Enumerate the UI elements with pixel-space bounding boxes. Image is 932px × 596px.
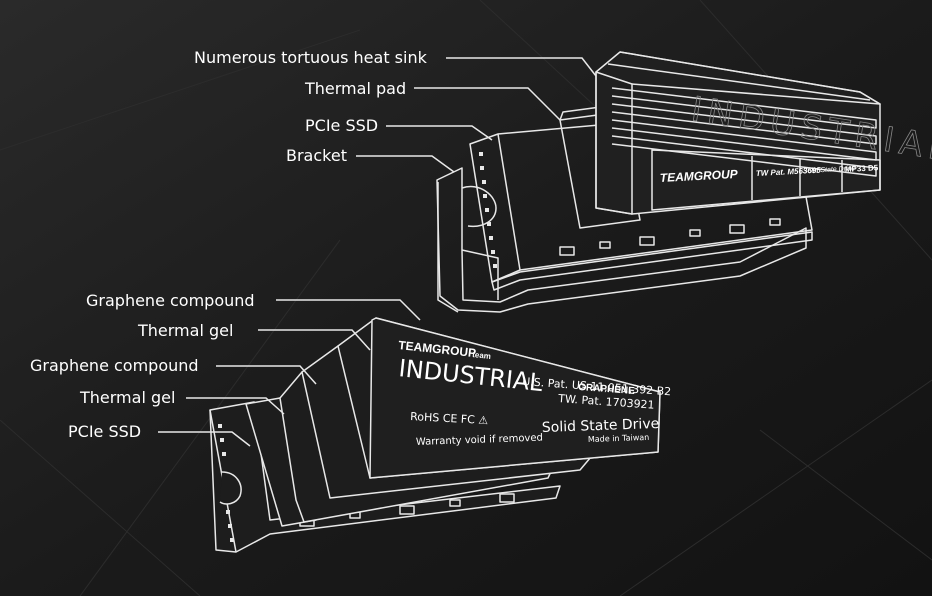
label-bottom-pcie-ssd: PCIe SSD xyxy=(68,422,142,441)
bottom-leader-lines xyxy=(158,299,421,447)
bracket xyxy=(436,167,807,313)
bottom-ssd-pins xyxy=(218,424,234,542)
heatsink-patent-print: TW Pat. M563695 xyxy=(756,166,822,178)
sticker-brand-mark: team xyxy=(472,350,492,361)
heatsink-ssd-print: Solid State Drive xyxy=(803,165,856,175)
label-thermal-gel-upper: Thermal gel xyxy=(138,321,234,340)
label-graphene-compound-upper: Graphene compound xyxy=(86,291,255,310)
sticker-drive: Solid State Drive xyxy=(542,416,660,436)
sticker-certifications: RoHS CE FC ⚠ xyxy=(410,410,489,427)
top-ssd-components xyxy=(559,218,781,256)
sticker-material: GRAPHENE xyxy=(578,382,636,397)
sticker-origin: Made in Taiwan xyxy=(588,433,650,444)
label-top-pcie-ssd: PCIe SSD xyxy=(305,116,379,135)
label-heat-sink: Numerous tortuous heat sink xyxy=(194,48,427,67)
heatsink-model-print: MP33 D5 xyxy=(845,163,879,174)
bottom-ssd-assembly xyxy=(209,317,661,553)
top-heatsink-assembly xyxy=(436,51,881,313)
label-graphene-compound-lower: Graphene compound xyxy=(30,356,199,375)
top-leader-lines xyxy=(356,57,597,173)
label-bracket: Bracket xyxy=(286,146,347,165)
label-thermal-pad: Thermal pad xyxy=(305,79,407,98)
label-thermal-gel-lower: Thermal gel xyxy=(80,388,176,407)
ssd-label-sticker xyxy=(369,317,661,479)
heatsink-brand-print: TEAMGROUP xyxy=(659,167,739,185)
top-ssd-pins xyxy=(479,152,497,268)
numerous-tortuous-heat-sink xyxy=(595,51,881,215)
sticker-warranty: Warranty void if removed xyxy=(416,433,543,448)
